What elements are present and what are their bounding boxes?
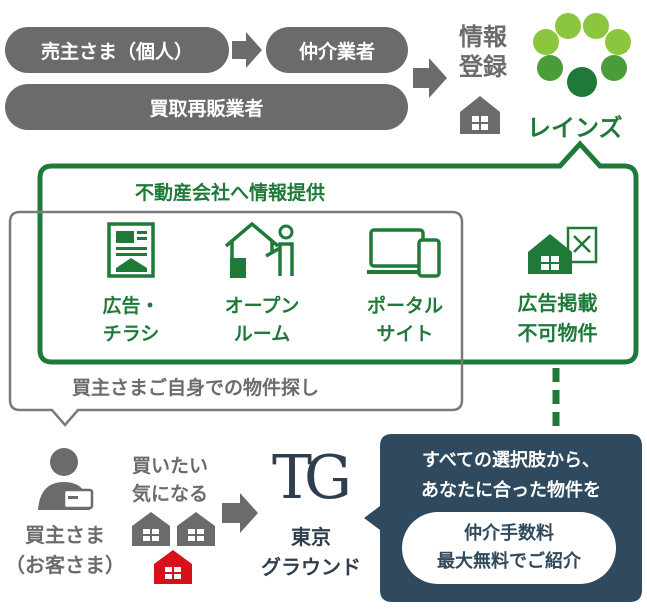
reins-logo-icon [533,13,631,97]
no-ad-house-icon [528,226,598,274]
info-provision-title: 不動産会社へ情報提供 [134,182,325,204]
want-to-buy-label: 買いたい 気になる [132,455,209,505]
registration-label: 情報 登録 [459,23,507,81]
house-icon [460,96,500,134]
seller-label: 売主さま（個人） [40,40,193,63]
selected-house-icon [154,550,192,584]
channel-label-flyer: 広告・ チラシ [102,295,160,345]
reins-label: レインズ [527,114,623,142]
arrow-right-icon [222,493,258,533]
arrow-right-icon [413,58,447,98]
company-logo: TG [272,443,352,513]
channel-label-open-room: オープン ルーム [224,295,300,345]
callout-text: すべての選択肢から、 あなたに合った物件を [421,450,601,501]
company-name: 東京 グラウンド [261,525,361,579]
portal-site-icon [367,228,441,278]
agent-label: 仲介業者 [298,40,375,63]
flyer-icon [107,222,155,278]
house-icon [177,512,215,546]
channel-label-portal: ポータル サイト [366,295,443,345]
house-icon [132,512,170,546]
commission-free-badge: 仲介手数料 最大無料でご紹介 [402,512,616,584]
reseller-label: 買取再販業者 [149,97,264,120]
open-room-icon [224,221,294,278]
buyer-label: 買主さま （お客さま） [5,523,125,577]
buyer-avatar-icon [38,448,94,510]
agent-pill: 仲介業者 [266,27,408,73]
no-ad-property-label: 広告掲載 不可物件 [517,291,598,345]
seller-pill: 売主さま（個人） [5,27,229,73]
arrow-right-icon [232,32,262,68]
reseller-pill: 買取再販業者 [5,84,408,130]
self-search-label: 買主さまご自身での物件探し [72,377,320,399]
